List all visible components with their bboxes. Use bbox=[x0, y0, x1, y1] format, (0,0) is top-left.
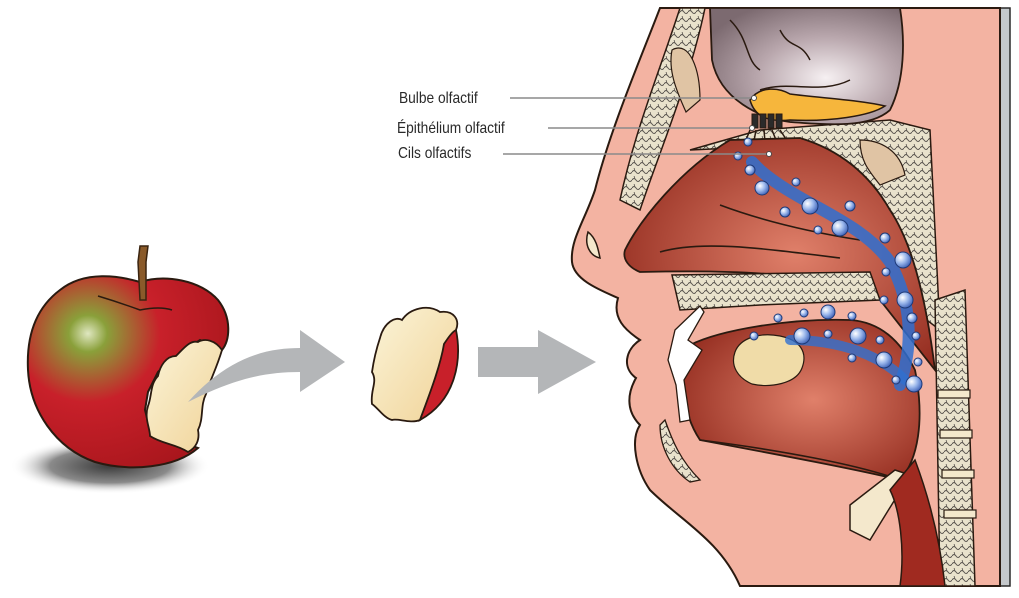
frontal-sinus bbox=[670, 47, 701, 113]
label-text: Épithélium olfactif bbox=[397, 119, 506, 137]
nasal-turbinate bbox=[719, 204, 861, 241]
retronasal-odor-flow bbox=[746, 156, 915, 391]
sphenoid-sinus bbox=[859, 139, 906, 186]
leader-dot bbox=[749, 125, 755, 131]
apple-piece-skin bbox=[418, 328, 459, 422]
front-teeth bbox=[667, 304, 705, 423]
vertebrae-discs bbox=[937, 389, 977, 519]
leader-dot bbox=[766, 151, 772, 157]
leader-dot bbox=[751, 95, 757, 101]
label-bulbe-olfactif: Bulbe olfactif bbox=[399, 89, 757, 107]
apple-stem bbox=[137, 245, 149, 301]
apple-bite-flesh bbox=[145, 339, 223, 454]
olfactory-epithelium bbox=[751, 113, 783, 129]
apple-piece bbox=[370, 306, 459, 423]
chewed-food bbox=[732, 334, 805, 387]
throat bbox=[889, 458, 946, 587]
nasal-cavity bbox=[623, 137, 937, 374]
label-text: Bulbe olfactif bbox=[399, 89, 478, 107]
bitten-apple bbox=[10, 245, 230, 494]
chin-bone bbox=[659, 418, 702, 483]
nasal-turbinate bbox=[659, 245, 841, 259]
tongue-line bbox=[699, 439, 901, 481]
hard-palate bbox=[671, 271, 882, 311]
straight-arrow bbox=[478, 330, 596, 394]
label-cils-olfactifs: Cils olfactifs bbox=[398, 144, 772, 162]
head-cross-section bbox=[570, 7, 1011, 587]
label-text: Cils olfactifs bbox=[398, 144, 471, 162]
curved-arrow bbox=[188, 330, 345, 402]
nostril bbox=[586, 230, 601, 259]
label-epithelium-olfactif: Épithélium olfactif bbox=[397, 119, 755, 137]
apple-dimple bbox=[97, 295, 173, 311]
odor-molecules bbox=[733, 137, 923, 393]
